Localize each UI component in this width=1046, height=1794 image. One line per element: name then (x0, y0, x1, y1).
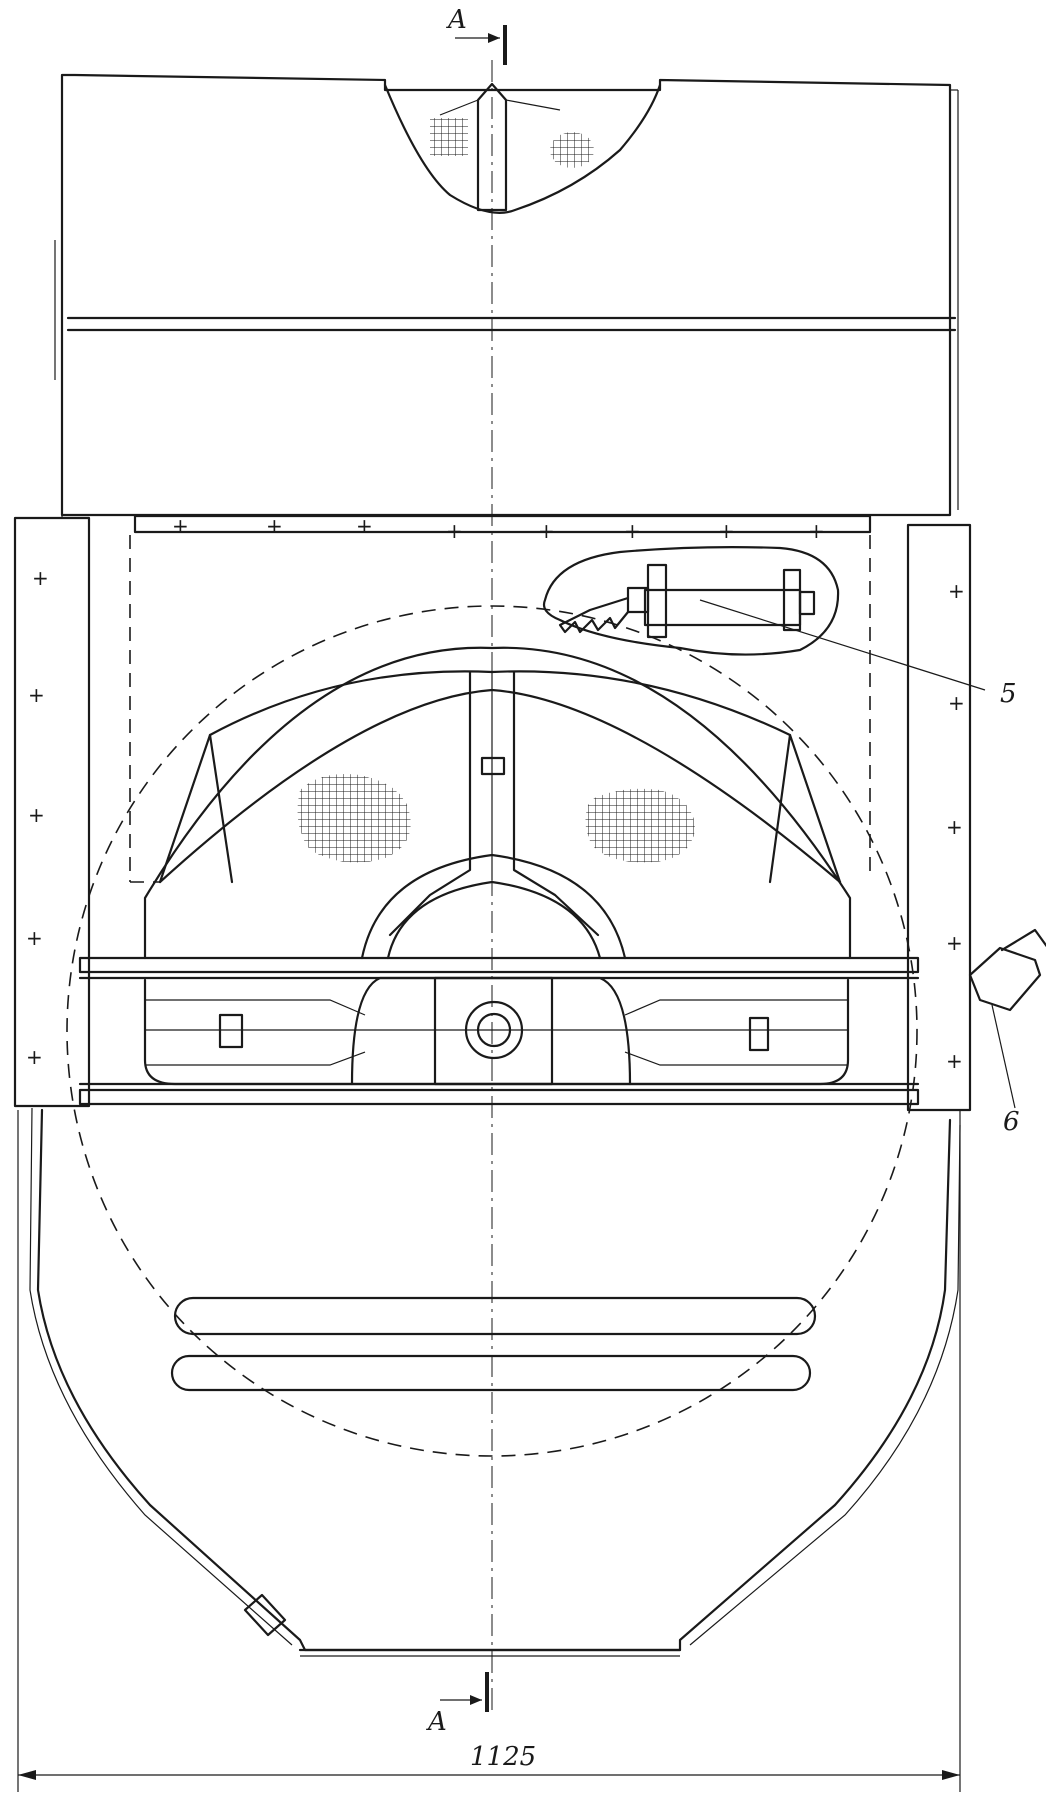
section-label-top: A (446, 5, 467, 35)
svg-text:+: + (28, 803, 45, 827)
svg-text:+: + (172, 514, 189, 538)
dimension-overall-width: 1125 (470, 1742, 536, 1772)
side-nozzle (968, 928, 1046, 1109)
svg-text:+: + (356, 514, 373, 538)
section-mark-top: A (446, 5, 507, 65)
svg-text:+: + (718, 519, 735, 543)
section-mark-bottom: A (426, 1672, 489, 1737)
svg-text:+: + (28, 683, 45, 707)
svg-text:+: + (948, 691, 965, 715)
svg-text:+: + (32, 566, 49, 590)
lower-hopper (29, 1107, 961, 1657)
left-post: + + + + + (13, 516, 91, 1108)
right-post: + + + + + (906, 523, 972, 1112)
svg-text:+: + (948, 579, 965, 603)
svg-text:+: + (538, 519, 555, 543)
mesh-patch-right (585, 788, 695, 863)
mesh-patch-top-right (550, 132, 594, 168)
heater-assembly (542, 546, 986, 691)
section-label-bottom: A (426, 1707, 447, 1737)
mesh-patch-top-left (430, 118, 468, 156)
svg-text:+: + (446, 519, 463, 543)
width-dimension: 1125 (17, 1110, 961, 1792)
callout-6: 6 (1003, 1107, 1020, 1137)
svg-text:+: + (624, 519, 641, 543)
top-rail: + + + + + + + + (133, 514, 872, 543)
top-housing (54, 73, 959, 518)
svg-text:+: + (946, 1049, 963, 1073)
callout-5: 5 (1000, 679, 1017, 709)
inner-drum (143, 646, 852, 960)
svg-text:+: + (946, 931, 963, 955)
cross-beam (78, 956, 920, 1106)
svg-text:+: + (266, 514, 283, 538)
mesh-patch-left (297, 774, 411, 863)
svg-text:+: + (946, 815, 963, 839)
svg-text:+: + (808, 519, 825, 543)
svg-text:+: + (26, 1045, 43, 1069)
drum-outline (66, 605, 918, 1457)
svg-text:+: + (26, 926, 43, 950)
